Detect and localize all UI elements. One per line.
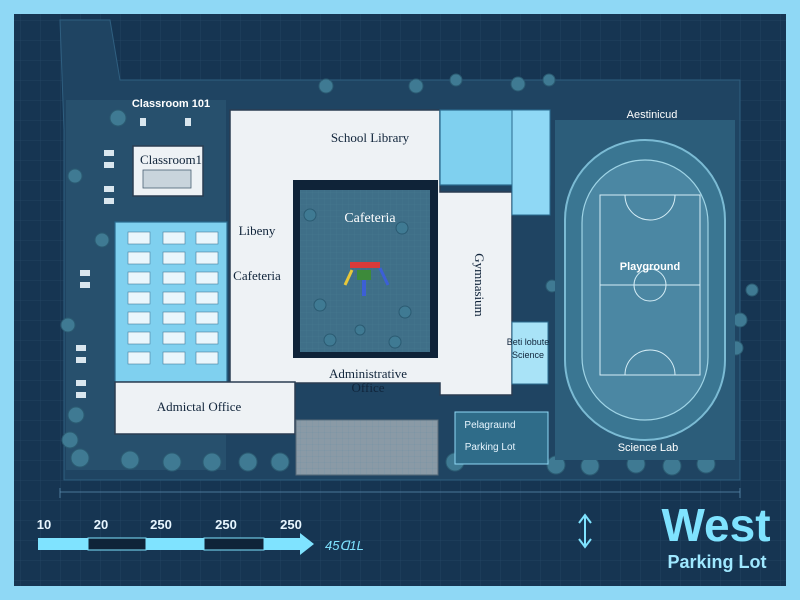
tree-icon	[162, 452, 182, 472]
admictal-office-label: Admictal Office	[157, 399, 242, 414]
classroom-101-annex	[142, 169, 192, 189]
tree-icon	[202, 452, 222, 472]
tree-icon	[408, 78, 424, 94]
scale-tick-label: 20	[94, 517, 108, 532]
admin-office-label-line1: Administrative	[329, 366, 407, 381]
tree-icon	[60, 317, 76, 333]
desk-cluster	[162, 231, 186, 245]
desk-cluster	[162, 291, 186, 305]
desk-cluster	[127, 291, 151, 305]
desk-cluster	[195, 231, 219, 245]
desk-cluster	[195, 331, 219, 345]
playground-equipment-icon	[343, 262, 390, 296]
parking-bays	[76, 118, 191, 398]
desk-cluster	[195, 251, 219, 265]
cafeteria-side-label: Cafeteria	[233, 268, 281, 283]
tree-icon	[238, 452, 258, 472]
scale-arrow	[264, 533, 314, 555]
desk-cluster	[162, 351, 186, 365]
classroom-101-inner-label: Classroom1	[140, 152, 202, 167]
tree-icon	[70, 448, 90, 468]
scale-tick-label: 250	[150, 517, 172, 532]
scale-segment	[38, 538, 88, 550]
desk-cluster	[127, 331, 151, 345]
pelagound-label-line1: Pelagraund	[464, 420, 515, 431]
tree-icon	[109, 109, 127, 127]
plaza-texture	[296, 420, 438, 475]
desk-cluster	[127, 351, 151, 365]
scale-tick-label: 250	[215, 517, 237, 532]
scale-bar: 10 20 250 250 250 45ᗡ1L	[37, 517, 364, 555]
north-arrow-icon	[578, 513, 592, 549]
desk-cluster	[162, 251, 186, 265]
tree-icon	[745, 283, 759, 297]
tree-icon	[67, 168, 83, 184]
tree-icon	[510, 76, 526, 92]
tree-icon	[94, 232, 110, 248]
pelagound-label-line2: Parking Lot	[465, 442, 516, 453]
tree-row	[60, 73, 759, 476]
annex-stair	[511, 109, 551, 216]
desk-grid	[127, 231, 219, 365]
desk-cluster	[195, 291, 219, 305]
scale-segment	[146, 538, 204, 550]
tree-icon	[449, 73, 463, 87]
science-room-label-line1: Beti lobute	[507, 337, 550, 347]
playground-label: Playground	[620, 261, 681, 273]
inner-field	[581, 159, 709, 421]
key-bottom	[624, 349, 676, 376]
school-library-label: School Library	[331, 130, 410, 145]
desk-cluster	[195, 271, 219, 285]
tree-icon	[67, 406, 85, 424]
desk-cluster	[162, 311, 186, 325]
scale-segment	[87, 537, 147, 551]
cafeteria-label: Cafeteria	[344, 211, 396, 226]
desk-cluster	[127, 271, 151, 285]
tree-icon	[270, 452, 290, 472]
admin-office-label-line2: Office	[352, 380, 385, 395]
scale-segment	[203, 537, 265, 551]
desk-cluster	[195, 351, 219, 365]
tree-icon	[61, 431, 79, 449]
legend-subtitle: Parking Lot	[667, 552, 766, 572]
center-circle	[633, 268, 667, 302]
tree-icon	[542, 73, 556, 87]
courtyard-trees	[303, 208, 412, 349]
scale-unit: 45ᗡ1L	[325, 538, 364, 553]
scale-tick-label: 10	[37, 517, 51, 532]
desk-cluster	[127, 251, 151, 265]
tree-icon	[732, 312, 748, 328]
science-room-label-line2: Science	[512, 350, 544, 360]
science-room	[511, 321, 549, 385]
desk-cluster	[127, 311, 151, 325]
desk-cluster	[195, 311, 219, 325]
tree-icon	[120, 450, 140, 470]
aestinicud-label: Aestinicud	[627, 109, 678, 121]
legend-title: West	[661, 499, 770, 551]
pelagound-lot	[454, 411, 549, 465]
key-top	[624, 194, 676, 221]
desk-cluster	[162, 271, 186, 285]
gymnasium-label: Gymnasium	[472, 253, 487, 317]
admin-office-west-wing	[114, 381, 296, 435]
scale-tick-label: 250	[280, 517, 302, 532]
science-lab-label: Science Lab	[618, 442, 679, 454]
classroom-101-label: Classroom 101	[132, 98, 210, 110]
tree-icon	[318, 78, 334, 94]
library-side-label: Libeny	[239, 223, 276, 238]
dimension-lines	[59, 488, 741, 498]
desk-cluster	[162, 331, 186, 345]
desk-cluster	[127, 231, 151, 245]
